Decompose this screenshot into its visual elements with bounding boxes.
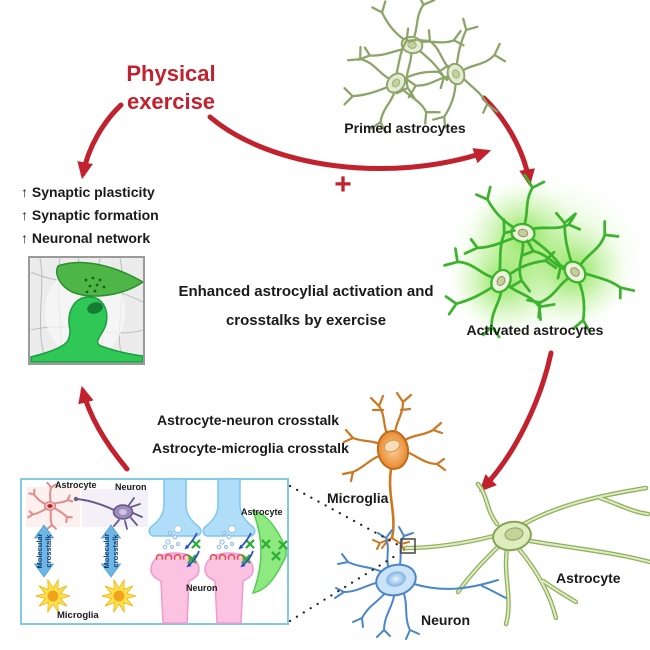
effect-item: ↑ Synaptic formation xyxy=(21,207,159,223)
inset-astrocyte-label: Astrocyte xyxy=(55,480,97,490)
caption-line2: crosstalks by exercise xyxy=(225,312,387,329)
primed-astrocytes-label: Primed astrocytes xyxy=(344,120,466,136)
physical-exercise-title: Physical exercise xyxy=(106,60,236,116)
red-arrows xyxy=(77,95,554,492)
effect-item: ↑ Neuronal network xyxy=(21,230,151,246)
enhanced-activation-caption: Enhanced astrocylial activation and cros… xyxy=(160,277,452,335)
title-line2: exercise xyxy=(126,89,216,114)
activated-astrocytes-label: Activated astrocytes xyxy=(466,322,604,338)
neuron-cell-illustration xyxy=(334,526,507,640)
molecular-crosstalk-label: Molecular crosstalk xyxy=(35,533,53,569)
exercise-effects-list: ↑ Synaptic plasticity ↑ Synaptic formati… xyxy=(21,181,159,250)
inset-astrocyte-endfoot xyxy=(251,509,287,595)
inset-neuron-label: Neuron xyxy=(115,482,147,492)
synapse-micrograph-image xyxy=(28,256,145,365)
primed-astrocytes-illustration xyxy=(323,0,523,157)
neuron-cell-label: Neuron xyxy=(421,612,470,628)
molecular-crosstalk-label: Molecular crosstalk xyxy=(102,533,120,569)
effect-item: ↑ Synaptic plasticity xyxy=(21,184,155,200)
arrow-primed-to-activated-icon xyxy=(481,95,535,187)
zoom-region-square xyxy=(400,538,416,554)
astrocyte-cell-label: Astrocyte xyxy=(556,570,621,586)
caption-line1: Enhanced astrocylial activation and xyxy=(178,283,434,300)
dotted-connector-lines xyxy=(288,484,402,623)
activated-astrocytes-illustration xyxy=(422,166,650,360)
astrocyte-cell-illustration xyxy=(403,481,650,627)
inset-microglia-label: Microglia xyxy=(57,610,99,621)
title-line1: Physical xyxy=(126,61,216,86)
microglia-cell-label: Microglia xyxy=(327,490,389,506)
arrow-exercise-to-effects-icon xyxy=(77,102,124,180)
inset-synapse-neuron-label: Neuron xyxy=(186,583,218,593)
inset-astrocyte-illustration xyxy=(27,481,74,530)
crosstalk-inset-box xyxy=(20,478,289,625)
plus-sign: + xyxy=(334,168,352,201)
astrocyte-neuron-crosstalk-label: Astrocyte-neuron crosstalk xyxy=(157,412,340,428)
astrocyte-microglia-crosstalk-label: Astrocyte-microglia crosstalk xyxy=(152,440,349,456)
arrow-exercise-to-activated-icon xyxy=(207,114,492,171)
arrow-inset-to-synapse-icon xyxy=(78,385,130,472)
inset-neuron-illustration xyxy=(73,496,143,530)
microglia-cell-illustration xyxy=(341,391,447,551)
inset-synapse-astrocyte-label: Astrocyte xyxy=(241,507,283,517)
inset-microglia-illustration xyxy=(35,579,137,613)
arrow-activated-to-neurons-icon xyxy=(479,350,554,492)
